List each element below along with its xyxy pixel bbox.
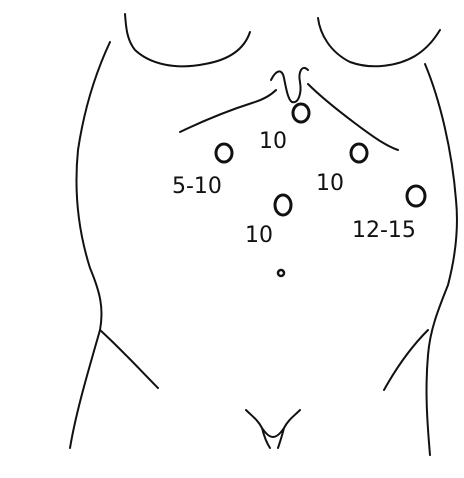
port-center-size-label: 10 [245,225,273,247]
right-inguinal-crease [384,330,428,390]
right-torso-contour [425,64,457,455]
port-left-size-label: 5-10 [172,176,222,198]
xiphoid-outline [271,68,308,102]
port-mid-right-size-label: 10 [316,173,344,195]
left-costal-margin [180,90,276,132]
groin-outline [246,410,300,448]
right-breast-outline [318,18,440,66]
left-torso-contour [70,42,110,448]
port-top-marker [293,104,309,122]
left-inguinal-crease [100,330,158,388]
port-left-marker [216,144,232,162]
umbilicus-mark [278,270,284,276]
port-far-right-size-label: 12-15 [352,220,416,242]
port-far-right-marker [407,186,425,206]
port-center-marker [275,195,291,215]
right-costal-margin [308,84,398,150]
port-mid-right-marker [351,144,367,162]
port-top-size-label: 10 [259,131,287,153]
left-breast-outline [125,14,250,66]
